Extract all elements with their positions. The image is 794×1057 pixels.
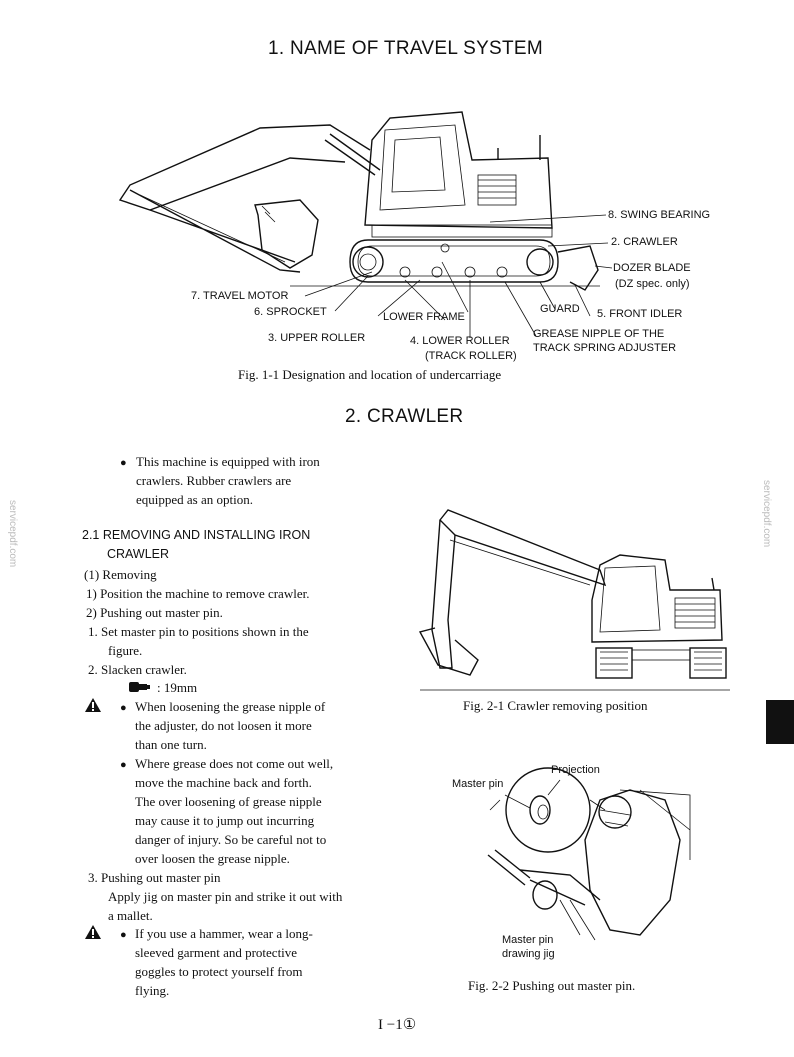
fig-1-1-caption: Fig. 1-1 Designation and location of und… <box>238 367 502 382</box>
section-2-heading: 2. CRAWLER <box>345 406 464 427</box>
callout-track-roller: (TRACK ROLLER) <box>425 350 517 362</box>
fig-2-2-label-master-pin: Master pin <box>452 778 504 790</box>
item-1: 1. Set master pin to positions shown in … <box>88 624 309 639</box>
warning-triangle-icon <box>85 698 101 712</box>
callout-upper-roller: 3. UPPER ROLLER <box>268 332 366 344</box>
intro-line: This machine is equipped with iron <box>136 454 320 469</box>
warning-3-line: sleeved garment and protective <box>135 945 298 960</box>
chapter-tab-marker <box>766 700 794 744</box>
callout-swing-bearing: 8. SWING BEARING <box>608 209 711 221</box>
excavator-side-view-figure <box>118 111 613 338</box>
bullet-icon: ● <box>120 457 127 469</box>
warning-triangle-icon <box>85 925 101 939</box>
warning-2-line: Where grease does not come out well, <box>135 756 334 771</box>
sub-heading-2-1: 2.1 REMOVING AND INSTALLING IRON <box>82 528 311 542</box>
warning-1-line: When loosening the grease nipple of <box>135 699 326 714</box>
intro-line: equipped as an option. <box>136 492 253 507</box>
warning-3-line: If you use a hammer, wear a long- <box>135 926 313 941</box>
item-2: 2. Slacken crawler. <box>88 662 187 677</box>
wrench-socket-icon <box>129 682 150 692</box>
sub-heading-2-1-cont: CRAWLER <box>107 547 170 561</box>
fig-2-2-label-jig-2: drawing jig <box>502 948 555 960</box>
watermark-right: servicepdf.com <box>761 480 772 548</box>
fig-2-2-caption: Fig. 2-2 Pushing out master pin. <box>468 978 636 993</box>
warning-2-line: The over loosening of grease nipple <box>135 794 322 809</box>
wrench-size: : 19mm <box>157 680 198 695</box>
intro-line: crawlers. Rubber crawlers are <box>136 473 292 488</box>
warning-2-line: move the machine back and forth. <box>135 775 312 790</box>
item-3-line3: a mallet. <box>108 908 153 923</box>
callout-dz-spec: (DZ spec. only) <box>615 278 690 290</box>
warning-1-line: than one turn. <box>135 737 207 752</box>
callout-travel-motor: 7. TRAVEL MOTOR <box>191 290 289 302</box>
watermark-left: servicepdf.com <box>7 500 18 568</box>
page-number: I −1① <box>378 1017 417 1033</box>
callout-lower-frame: LOWER FRAME <box>383 311 465 323</box>
fig-2-1-caption: Fig. 2-1 Crawler removing position <box>463 698 648 713</box>
section-1-heading: 1. NAME OF TRAVEL SYSTEM <box>268 38 544 59</box>
item-3: 3. Pushing out master pin <box>88 870 221 885</box>
fig-2-2-label-jig-1: Master pin <box>502 934 554 946</box>
step-1: 1) Position the machine to remove crawle… <box>86 586 310 601</box>
step-2: 2) Pushing out master pin. <box>86 605 223 620</box>
warning-2-line: may cause it to jump out incurring <box>135 813 315 828</box>
callout-crawler: 2. CRAWLER <box>611 236 678 248</box>
bullet-icon: ● <box>120 759 127 771</box>
fig-2-2-label-projection: Projection <box>551 764 600 776</box>
callout-sprocket: 6. SPROCKET <box>254 306 327 318</box>
bullet-icon: ● <box>120 702 127 714</box>
warning-3-line: flying. <box>135 983 170 998</box>
callout-grease-nipple-2: TRACK SPRING ADJUSTER <box>533 342 677 354</box>
callout-front-idler: 5. FRONT IDLER <box>597 308 683 320</box>
callout-guard: GUARD <box>540 303 580 315</box>
callout-lower-roller: 4. LOWER ROLLER <box>410 335 510 347</box>
callout-grease-nipple-1: GREASE NIPPLE OF THE <box>533 328 665 340</box>
callout-dozer-blade: DOZER BLADE <box>613 262 691 274</box>
warning-1-line: the adjuster, do not loosen it more <box>135 718 312 733</box>
step-removing: (1) Removing <box>84 567 157 582</box>
bullet-icon: ● <box>120 929 127 941</box>
item-3-line2: Apply jig on master pin and strike it ou… <box>108 889 343 904</box>
warning-3-line: goggles to protect yourself from <box>135 964 303 979</box>
warning-2-line: danger of injury. So be careful not to <box>135 832 327 847</box>
item-1-cont: figure. <box>108 643 143 658</box>
warning-2-line: over loosen the grease nipple. <box>135 851 290 866</box>
